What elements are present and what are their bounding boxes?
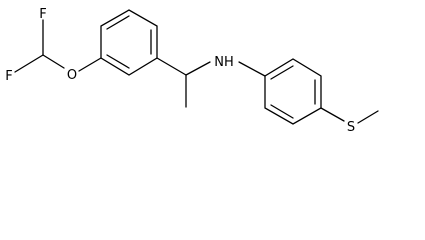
atom-label-oxygen: O <box>67 68 77 83</box>
right-ring-double-1 <box>270 65 294 80</box>
left-benzene-ring <box>100 9 158 76</box>
bond-n-ring <box>238 61 266 77</box>
bond-ring-ch <box>156 57 187 76</box>
bond-c-o <box>42 54 65 69</box>
atom-label-nitrogen: NH <box>214 55 234 70</box>
bond-ch-n <box>185 61 211 76</box>
bond-s-methyl <box>357 110 379 124</box>
left-ring-double-3 <box>106 54 130 69</box>
bond-o-ring <box>78 57 102 72</box>
structure-diagram: F F O NH S <box>5 7 379 135</box>
bond-ring-s <box>320 107 345 122</box>
right-ring-outline <box>264 58 322 125</box>
atom-label-fluorine-left: F <box>5 69 12 84</box>
molecule-drawing: F F O NH S <box>5 7 379 135</box>
atom-label-fluorine-top: F <box>39 7 46 22</box>
left-ring-outline <box>100 9 158 76</box>
right-ring-double-3 <box>270 104 294 119</box>
right-benzene-ring <box>264 58 322 125</box>
left-ring-double-1 <box>106 15 130 30</box>
atom-label-sulfur: S <box>347 120 355 135</box>
bond-cf-left <box>14 54 44 73</box>
methylthio-group <box>320 107 379 124</box>
difluoromethoxy-group <box>14 19 102 73</box>
ethylidene-bridge <box>156 57 266 108</box>
